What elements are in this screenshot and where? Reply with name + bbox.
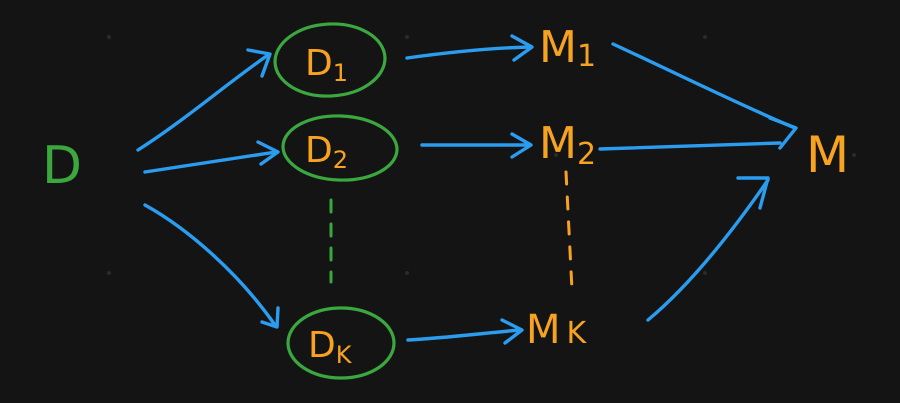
aggregate-arrows [598, 42, 798, 322]
arrowhead-dk [260, 306, 280, 329]
subset-node-1: D1 [273, 22, 387, 98]
subset-1-ellipse [273, 22, 387, 98]
arrow-dk-to-mk [406, 328, 522, 342]
split-arrows [136, 48, 280, 329]
arrowhead-from-mk [736, 176, 770, 210]
arrow-d-to-dk [143, 203, 277, 327]
subset-1-label: D1 [305, 43, 348, 87]
arrowhead-m1 [510, 34, 534, 62]
final-model-node: M [806, 126, 849, 184]
arrow-m2-to-m [598, 141, 782, 151]
subset-k-ellipse [286, 306, 396, 380]
arrow-d1-to-m1 [405, 45, 532, 60]
model-ellipsis-dashes [564, 170, 574, 292]
source-dataset-label: D [42, 136, 82, 196]
arrowhead-d2 [256, 140, 280, 166]
train-arrows [405, 34, 534, 345]
subset-node-k: DK [286, 306, 396, 380]
final-model-label: M [806, 126, 849, 184]
model-1-label: M1 [539, 22, 596, 74]
model-2-label: M2 [539, 118, 596, 172]
source-dataset-node: D [42, 136, 82, 196]
subset-k-label: DK [308, 325, 353, 369]
arrow-mk-to-m [646, 178, 770, 322]
arrow-m1-to-m [611, 42, 797, 130]
arrow-d-to-d1 [136, 53, 270, 152]
arrowhead-from-m1 [768, 116, 798, 150]
subset-2-label: D2 [305, 130, 348, 174]
model-node-2: M2 [539, 118, 596, 172]
subset-2-ellipse [281, 114, 399, 182]
arrowhead-m2 [510, 132, 533, 159]
model-node-1: M1 [539, 22, 596, 74]
arrowhead-mk [500, 318, 524, 345]
arrow-d-to-d2 [143, 150, 278, 174]
arrowhead-d1 [246, 48, 272, 78]
subset-node-2: D2 [281, 114, 399, 182]
background-grid [107, 35, 856, 275]
